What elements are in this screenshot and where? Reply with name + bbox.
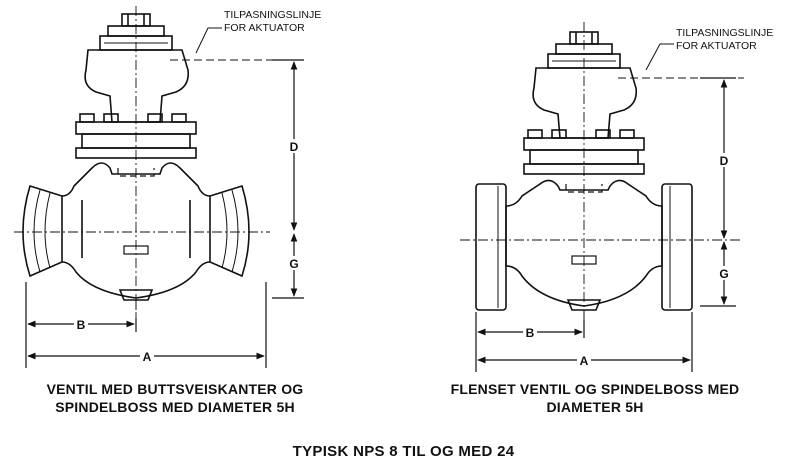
right-dim-d-label: D: [720, 154, 729, 168]
left-drain-plug: [118, 289, 154, 301]
left-note-line2: FOR AKTUATOR: [224, 22, 305, 34]
figure-title: TYPISK NPS 8 TIL OG MED 24: [292, 443, 515, 460]
left-caption: VENTIL MED BUTTSVEISKANTER OG SPINDELBOS…: [10, 380, 340, 416]
right-note-line2: FOR AKTUATOR: [676, 40, 757, 52]
right-dim-g-label: G: [719, 267, 728, 281]
left-caption-line1: VENTIL MED BUTTSVEISKANTER OG: [46, 381, 304, 397]
right-flange-right: [661, 183, 693, 311]
right-caption-line2: DIAMETER 5H: [546, 399, 644, 415]
left-weld-end-right: [209, 184, 250, 278]
left-note-line1: TILPASNINGSLINJE: [224, 9, 321, 21]
right-dim-a-label: A: [580, 354, 589, 368]
right-note-line1: TILPASNINGSLINJE: [676, 27, 773, 39]
left-dim-d-label: D: [290, 140, 299, 154]
left-dim-a-label: A: [143, 350, 152, 364]
right-flange-left: [475, 183, 507, 311]
left-dim-g-label: G: [289, 257, 298, 271]
left-valve-drawing: [14, 6, 300, 318]
left-caption-line2: SPINDELBOSS MED DIAMETER 5H: [55, 399, 295, 415]
right-caption: FLENSET VENTIL OG SPINDELBOSS MED DIAMET…: [400, 380, 790, 416]
right-caption-line1: FLENSET VENTIL OG SPINDELBOSS MED: [450, 381, 740, 397]
left-dimensions: [25, 59, 304, 368]
right-dimensions: [475, 77, 736, 372]
right-dim-b-label: B: [526, 326, 535, 340]
left-dim-b-label: B: [77, 318, 86, 332]
left-weld-end-left: [22, 184, 63, 278]
right-drain-plug: [566, 299, 602, 311]
left-bonnet-upper: [84, 49, 190, 123]
right-valve-drawing: [460, 22, 744, 330]
